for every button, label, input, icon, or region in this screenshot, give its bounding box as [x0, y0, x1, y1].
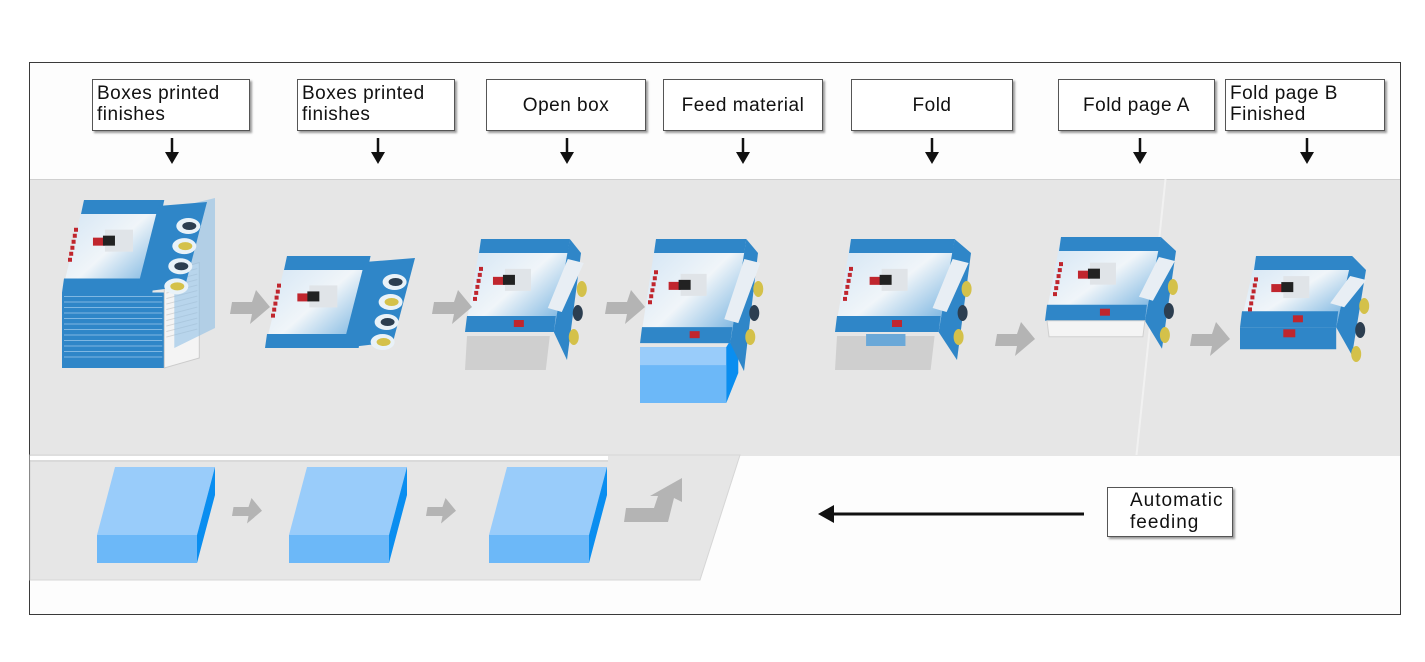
step-label-3-line-1: Open box — [522, 94, 610, 116]
box-illustration-box-folding — [835, 239, 972, 370]
box-illustration-stack-of-flat-boxes — [62, 198, 215, 369]
step-label-6: Fold page A — [1058, 79, 1215, 131]
step-label-1-line-2: finishes — [97, 104, 166, 125]
material-block-side — [197, 467, 215, 563]
down-arrow-icon — [560, 138, 574, 164]
step-label-7-line-1: Fold page B — [1230, 83, 1338, 104]
material-block — [289, 467, 407, 563]
process-flow-arrow-icon — [995, 322, 1035, 356]
process-flow-arrow-icon — [605, 290, 645, 324]
material-block-side — [589, 467, 607, 563]
feed-flow-arrow-icon — [232, 498, 262, 524]
material-block-top — [489, 467, 607, 535]
process-flow-arrow-icon — [432, 290, 472, 324]
feed-flow-arrow-icon — [426, 498, 456, 524]
process-flow-arrow-icon — [230, 290, 270, 324]
feeding-direction-arrow — [818, 505, 1084, 523]
down-arrow-icon — [165, 138, 179, 164]
box-illustration-box-with-material — [640, 239, 764, 403]
material-block-front — [289, 535, 389, 563]
step-label-6-line-1: Fold page A — [1083, 94, 1190, 116]
box-illustration-single-flat-box — [265, 256, 415, 351]
step-label-4: Feed material — [663, 79, 823, 131]
down-arrow-icon — [1133, 138, 1147, 164]
automatic-feeding-line-1: Automatic — [1130, 490, 1224, 511]
step-label-4-line-1: Feed material — [681, 94, 805, 116]
down-arrow-icon — [925, 138, 939, 164]
down-arrow-icon — [1300, 138, 1314, 164]
down-arrow-icon — [371, 138, 385, 164]
step-label-7-line-2: Finished — [1230, 104, 1306, 125]
box-illustration-flap-a-folded — [1045, 237, 1178, 349]
material-block — [97, 467, 215, 563]
material-block-top — [97, 467, 215, 535]
process-flow-arrow-icon — [1190, 322, 1230, 356]
step-label-3: Open box — [486, 79, 646, 131]
step-label-5-line-1: Fold — [912, 94, 952, 116]
material-block — [489, 467, 607, 563]
box-illustration-finished-box — [1240, 256, 1370, 362]
automatic-feeding-line-2: feeding — [1130, 512, 1200, 533]
material-block-front — [489, 535, 589, 563]
step-label-1-line-1: Boxes printed — [97, 83, 220, 104]
step-label-5: Fold — [851, 79, 1013, 131]
down-arrow-icon — [736, 138, 750, 164]
box-illustration-opened-box — [465, 239, 587, 370]
material-block-side — [389, 467, 407, 563]
material-block-front — [97, 535, 197, 563]
step-label-2-line-2: finishes — [302, 104, 371, 125]
automatic-feeding-label: Automatic feeding — [1107, 487, 1233, 537]
feed-turn-up-arrow-icon — [624, 478, 682, 522]
material-block-top — [289, 467, 407, 535]
step-label-2-line-1: Boxes printed — [302, 83, 425, 104]
